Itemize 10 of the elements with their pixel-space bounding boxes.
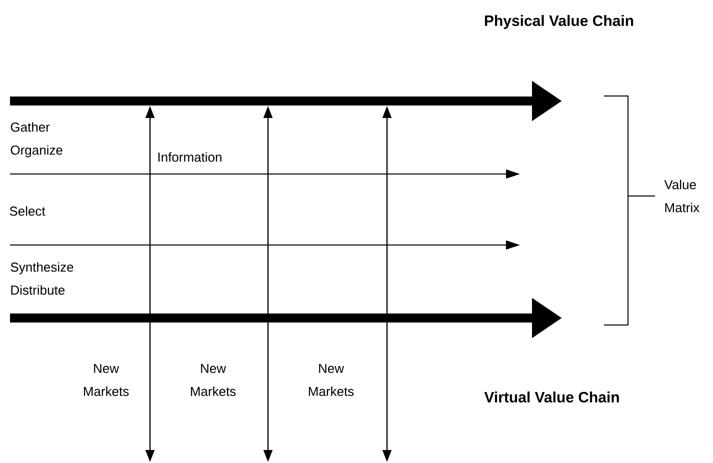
bracket-label: Value Matrix bbox=[664, 180, 700, 212]
market-label: New Markets bbox=[308, 364, 354, 396]
flow-label: Information bbox=[158, 152, 222, 162]
step-label: Gather Organize bbox=[10, 122, 62, 158]
chain-title: Physical Value Chain bbox=[484, 15, 634, 29]
market-label: New Markets bbox=[190, 364, 236, 396]
step-label: Select bbox=[10, 206, 46, 216]
chain-title: Virtual Value Chain bbox=[484, 391, 619, 402]
market-label: New Markets bbox=[84, 364, 129, 396]
step-label: Synthesize Distribute bbox=[10, 262, 74, 295]
